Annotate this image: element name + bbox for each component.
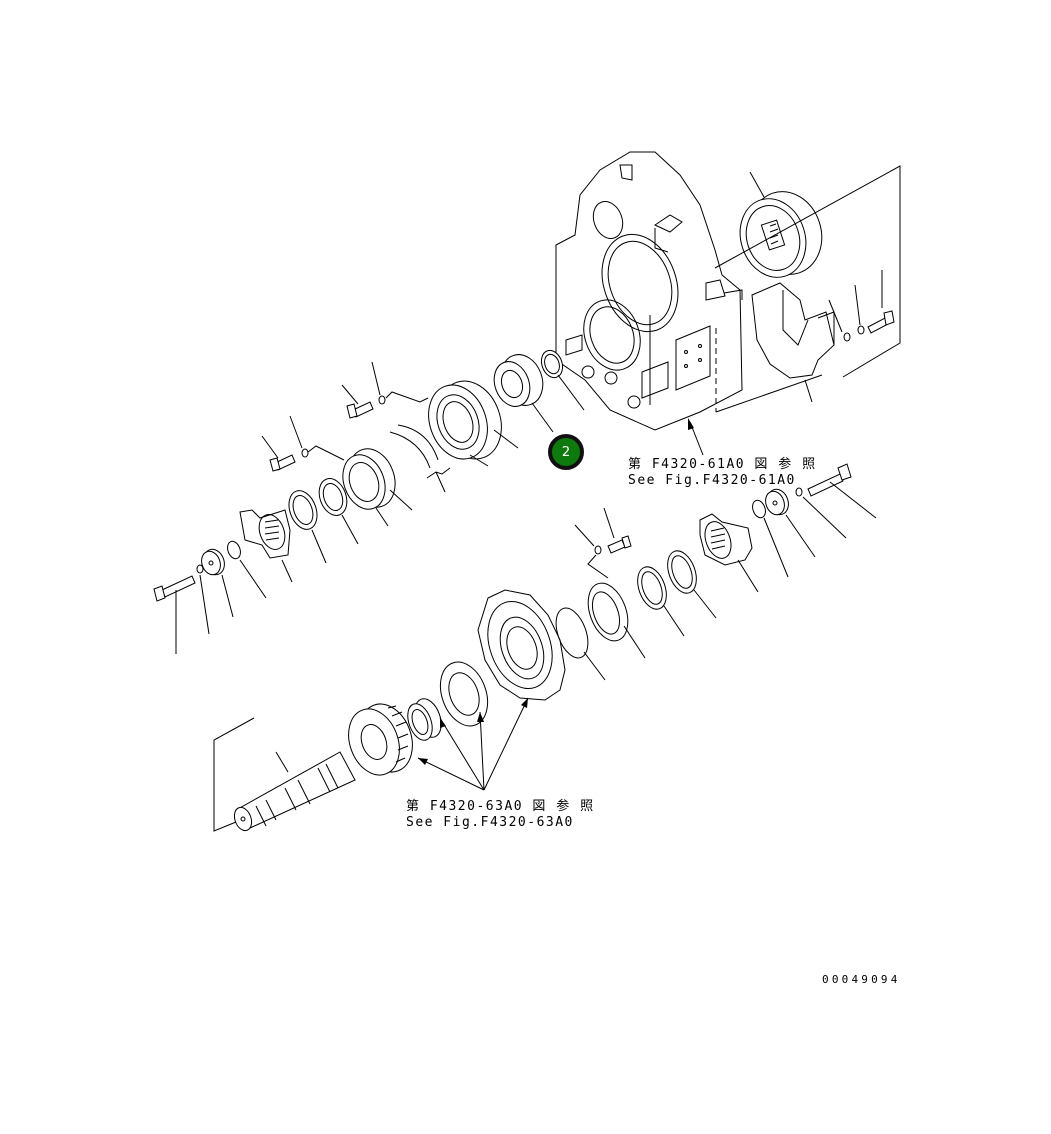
leader-line: [603, 507, 615, 539]
leader-line: [199, 574, 210, 635]
leader-line: [785, 514, 816, 558]
leader-line: [583, 651, 606, 681]
leader-line: [531, 402, 554, 433]
upper-oil-seals[interactable]: [284, 475, 352, 534]
upper-cage[interactable]: [419, 372, 512, 468]
leader-line: [311, 529, 327, 564]
reference-arrows: [417, 697, 529, 791]
housing-reference-label: 第 F4320-61A0 図 参 照 See Fig.F4320-61A0: [628, 457, 817, 489]
leader-line: [829, 481, 877, 519]
housing-reference-en: See Fig.F4320-61A0: [628, 473, 796, 488]
lower-washer[interactable]: [795, 487, 803, 497]
bracket-line: [426, 467, 451, 479]
leader-line: [828, 299, 843, 333]
output-shaft[interactable]: [231, 751, 356, 833]
leader-line: [385, 391, 429, 403]
upper-o-ring[interactable]: [225, 539, 242, 560]
leader-line: [275, 751, 289, 773]
housing-reference-jp: 第 F4320-61A0 図 参 照: [628, 457, 817, 472]
upper-retainer[interactable]: [336, 442, 403, 515]
leader-line: [763, 517, 789, 578]
transmission-housing[interactable]: [555, 151, 823, 431]
leader-line: [389, 489, 413, 511]
leader-line: [307, 445, 345, 461]
lower-o-ring-small[interactable]: [750, 498, 767, 519]
upper-cage-bolt[interactable]: [346, 395, 386, 419]
leader-line: [802, 496, 847, 539]
upper-washer[interactable]: [196, 564, 204, 574]
upper-bearing[interactable]: [488, 349, 550, 412]
gear-cover[interactable]: [751, 282, 835, 379]
leader-line: [493, 429, 519, 449]
leader-line: [737, 559, 759, 593]
output-gear[interactable]: [730, 182, 832, 286]
leader-line: [289, 415, 303, 449]
leader-line: [375, 507, 389, 527]
gear-reference-en: See Fig.F4320-63A0: [406, 815, 574, 830]
housing-bolt-set[interactable]: [843, 310, 895, 342]
bracket-line: [714, 165, 901, 378]
upper-holder[interactable]: [198, 546, 227, 577]
upper-shims[interactable]: [389, 424, 439, 469]
leader-line: [574, 524, 595, 547]
callout-marker-2[interactable]: 2: [548, 434, 584, 470]
lower-retainer[interactable]: [581, 578, 635, 647]
leader-line: [341, 384, 359, 405]
upper-bolt[interactable]: [153, 575, 196, 602]
figure-number: 00049094: [822, 973, 901, 986]
leader-line: [261, 435, 279, 459]
gear-reference-label: 第 F4320-63A0 図 参 照 See Fig.F4320-63A0: [406, 799, 595, 831]
lower-oil-seals[interactable]: [632, 547, 701, 613]
leader-line: [341, 514, 359, 545]
lower-o-ring[interactable]: [550, 604, 594, 662]
lower-holder[interactable]: [762, 486, 791, 517]
lower-coupling[interactable]: [699, 513, 753, 566]
leader-line: [557, 374, 585, 411]
leader-line: [749, 171, 765, 198]
housing-reference-arrow: [688, 418, 704, 456]
leader-line: [435, 471, 446, 493]
leader-line: [854, 284, 861, 326]
gear-reference-jp: 第 F4320-63A0 図 参 照: [406, 799, 595, 814]
leader-line: [804, 379, 813, 403]
upper-coupling[interactable]: [239, 509, 291, 559]
leader-line: [587, 554, 609, 579]
lower-cage[interactable]: [476, 589, 566, 701]
leader-line: [221, 574, 234, 618]
leader-line: [371, 361, 381, 396]
upper-retainer-bolt[interactable]: [269, 448, 309, 472]
lower-cage-bolt[interactable]: [594, 535, 632, 555]
tapered-bearing[interactable]: [432, 655, 496, 732]
shaft-gear[interactable]: [340, 697, 422, 783]
leader-line: [663, 605, 685, 637]
leader-line: [239, 559, 267, 599]
upper-seal-ring[interactable]: [538, 347, 566, 380]
leader-line: [693, 589, 717, 619]
lower-bolt[interactable]: [807, 463, 852, 497]
callout-label: 2: [561, 444, 571, 460]
shaft-bearing[interactable]: [403, 695, 446, 744]
leader-line: [281, 559, 293, 583]
bracket-line: [213, 717, 255, 832]
leader-line: [469, 454, 489, 467]
leader-line: [623, 625, 646, 659]
